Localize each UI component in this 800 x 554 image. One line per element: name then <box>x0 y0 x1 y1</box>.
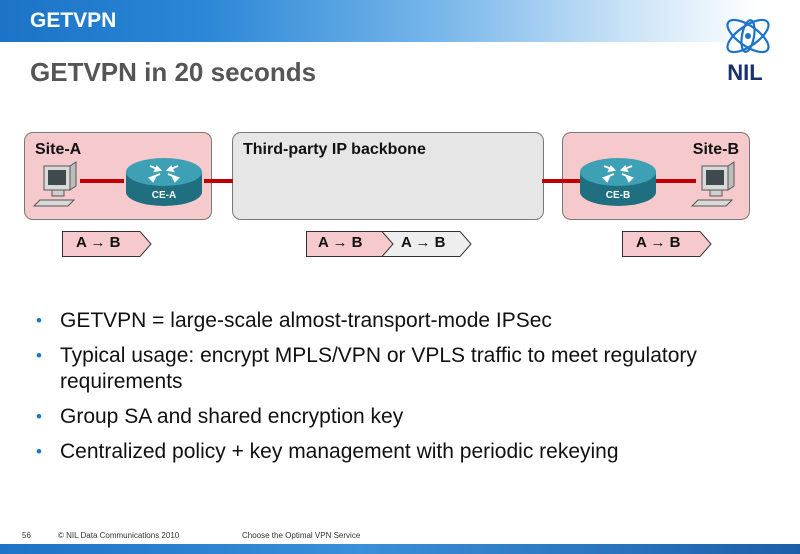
site-b-label: Site-B <box>692 141 739 158</box>
router-ce-b-icon <box>580 158 656 206</box>
nil-logo: NIL <box>726 18 770 84</box>
link-ce-b-to-pc-b <box>656 179 696 183</box>
packet-left-shape <box>62 231 152 257</box>
router-ce-b-label: CE-B <box>605 190 631 201</box>
bullet-dot-icon: • <box>36 407 42 426</box>
packet-left-label: A → B <box>76 234 121 251</box>
bullet-list: •GETVPN = large-scale almost-transport-m… <box>36 308 776 474</box>
packet-middle-inner-label: A → B <box>318 234 363 251</box>
header-bar: GETVPN <box>0 0 800 42</box>
computer-a-icon <box>32 161 77 207</box>
packet-right-shape <box>622 231 712 257</box>
link-pc-a-to-ce-a <box>80 179 124 183</box>
router-ce-a-label: CE-A <box>151 190 177 201</box>
computer-b-icon <box>690 161 735 207</box>
link-backbone-to-ce-b <box>542 179 580 183</box>
packet-right-label: A → B <box>636 234 681 251</box>
bullet-item: •Typical usage: encrypt MPLS/VPN or VPLS… <box>36 344 697 393</box>
backbone-zone: Third-party IP backbone <box>232 132 544 220</box>
bullet-item: •GETVPN = large-scale almost-transport-m… <box>36 309 552 332</box>
logo-text: NIL <box>727 60 762 84</box>
slide-title: GETVPN in 20 seconds <box>30 57 317 87</box>
bullet-dot-icon: • <box>36 311 42 330</box>
link-ce-a-to-backbone <box>204 179 233 183</box>
section-title: GETVPN <box>30 9 117 32</box>
page-number: 56 <box>22 531 31 540</box>
router-ce-a-icon <box>126 158 202 206</box>
bullet-dot-icon: • <box>36 442 42 461</box>
packet-middle-shape <box>306 231 472 257</box>
backbone-label: Third-party IP backbone <box>243 141 426 158</box>
bullet-item: •Group SA and shared encryption key <box>36 405 404 428</box>
packet-middle-outer-label: A → B <box>401 234 446 251</box>
footer-copyright: © NIL Data Communications 2010 <box>58 531 180 540</box>
site-a-label: Site-A <box>35 141 82 158</box>
bullet-item: •Centralized policy + key management wit… <box>36 440 619 463</box>
footer-bar <box>0 544 800 554</box>
footer-course-title: Choose the Optimal VPN Service <box>242 531 361 540</box>
bullet-dot-icon: • <box>36 346 42 365</box>
